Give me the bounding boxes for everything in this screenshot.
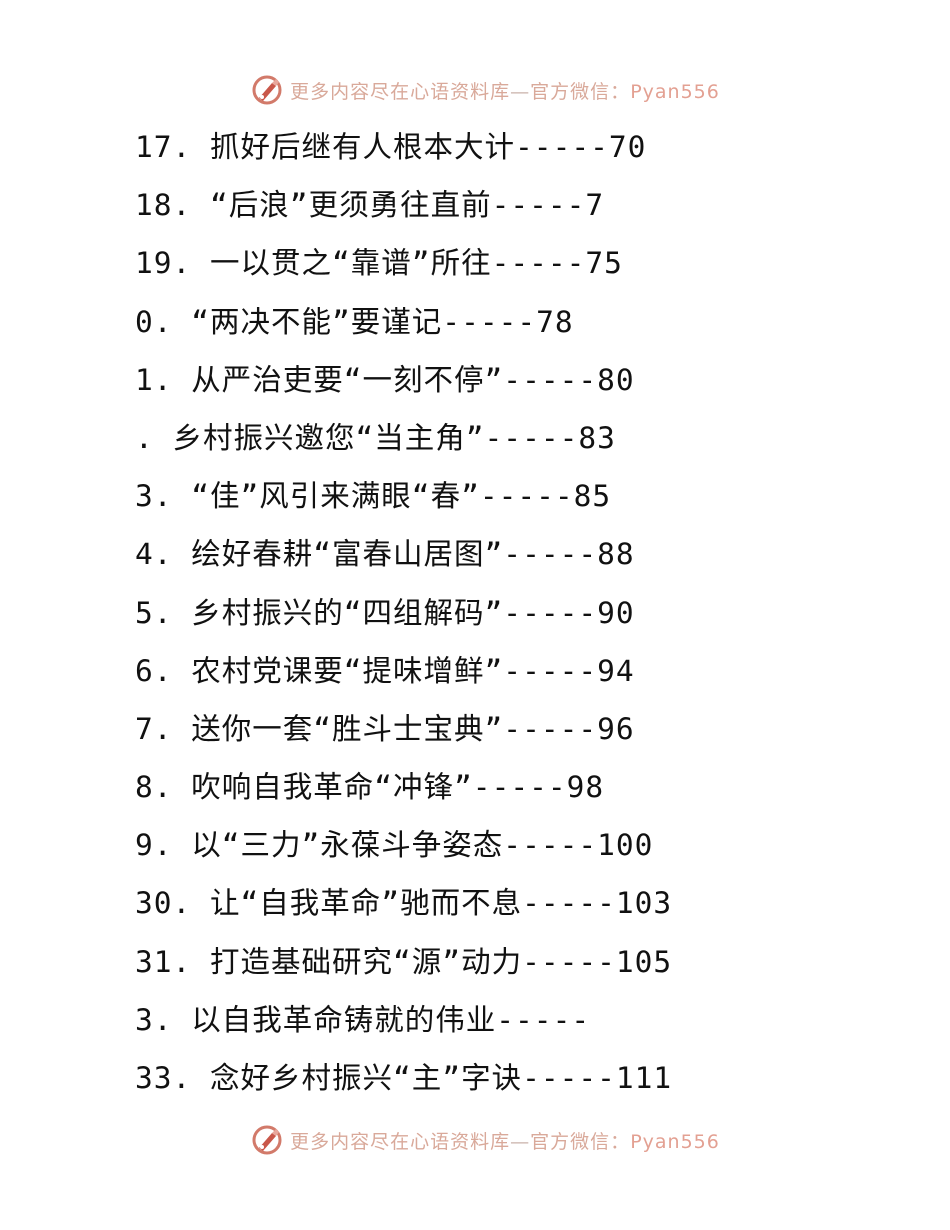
toc-item: 0. “两决不能”要谨记-----78	[135, 304, 574, 339]
toc-item: 7. 送你一套“胜斗士宝典”-----96	[135, 711, 635, 746]
toc-item: 4. 绘好春耕“富春山居图”-----88	[135, 537, 635, 572]
table-of-contents: 17. 抓好后继有人根本大计-----70 18. “后浪”更须勇往直前----…	[135, 118, 935, 1107]
toc-item: 17. 抓好后继有人根本大计-----70	[135, 130, 647, 164]
toc-item: 5. 乡村振兴的“四组解码”-----90	[135, 595, 635, 630]
pen-seal-icon	[252, 75, 282, 105]
footer-watermark: 更多内容尽在心语资料库—官方微信：Pyan556	[0, 1120, 950, 1160]
toc-item: 1. 从严治吏要“一刻不停”-----80	[135, 362, 635, 397]
toc-item: 33. 念好乡村振兴“主”字诀-----111	[135, 1061, 673, 1095]
header-watermark: 更多内容尽在心语资料库—官方微信：Pyan556	[0, 70, 950, 110]
toc-item: 3. 以自我革命铸就的伟业-----	[135, 1002, 591, 1037]
toc-item: 6. 农村党课要“提味增鲜”-----94	[135, 653, 635, 688]
toc-item: . 乡村振兴邀您“当主角”-----83	[135, 420, 616, 455]
watermark-text: 更多内容尽在心语资料库—官方微信：Pyan556	[290, 80, 720, 103]
toc-item: 8. 吹响自我革命“冲锋”-----98	[135, 770, 605, 805]
toc-item: 31. 打造基础研究“源”动力-----105	[135, 944, 673, 979]
toc-item: 9. 以“三力”永葆斗争姿态-----100	[135, 828, 654, 863]
watermark-text: 更多内容尽在心语资料库—官方微信：Pyan556	[290, 1130, 720, 1153]
toc-item: 19. 一以贯之“靠谱”所往-----75	[135, 246, 623, 281]
toc-item: 30. 让“自我革命”驰而不息-----103	[135, 886, 673, 921]
toc-item: 3. “佳”风引来满眼“春”-----85	[135, 479, 612, 514]
pen-seal-icon	[252, 1125, 282, 1155]
toc-item: 18. “后浪”更须勇往直前-----7	[135, 188, 605, 223]
